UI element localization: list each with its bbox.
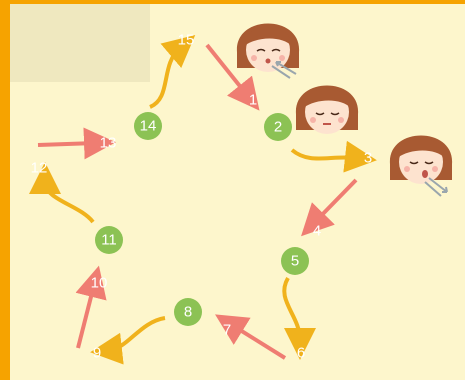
step-14-dot xyxy=(134,112,162,140)
step-3-label: 3 xyxy=(364,150,372,167)
step-8-dot xyxy=(174,298,202,326)
step-11-dot xyxy=(95,226,123,254)
step-6-arrow xyxy=(282,276,316,360)
step-11-label: 11 xyxy=(101,232,117,249)
hold-face xyxy=(295,85,359,134)
step-5-label: 5 xyxy=(291,253,299,270)
step-13-label: 13 xyxy=(100,135,117,152)
breath-in-icon xyxy=(271,61,297,79)
step-9-label: 9 xyxy=(93,345,101,362)
step-10-label: 10 xyxy=(91,275,108,292)
step-10-arrow xyxy=(75,265,107,349)
step-12-arrow xyxy=(29,162,95,224)
step-6-label: 6 xyxy=(297,345,305,362)
step-1-arrow xyxy=(205,43,260,111)
step-1-label: 1 xyxy=(249,92,257,109)
step-3-arrow xyxy=(290,140,377,173)
step-8-label: 8 xyxy=(184,304,192,321)
breath-out-icon xyxy=(424,177,448,197)
step-13-arrow xyxy=(37,127,116,160)
step-2-dot xyxy=(264,113,292,141)
step-4-arrow xyxy=(301,178,358,237)
exhale-face xyxy=(389,135,453,197)
step-12-label: 12 xyxy=(31,160,48,177)
step-9-arrow xyxy=(90,316,166,365)
step-2-label: 2 xyxy=(274,119,282,136)
inhale-face xyxy=(236,23,300,79)
step-14-label: 14 xyxy=(140,118,157,135)
step-15-label: 15 xyxy=(178,32,195,49)
step-7-arrow xyxy=(215,314,287,360)
step-7-label: 7 xyxy=(223,322,231,339)
step-4-label: 4 xyxy=(313,223,321,240)
step-5-dot xyxy=(281,247,309,275)
step-15-arrow xyxy=(149,35,196,109)
corner-shade xyxy=(10,4,150,82)
